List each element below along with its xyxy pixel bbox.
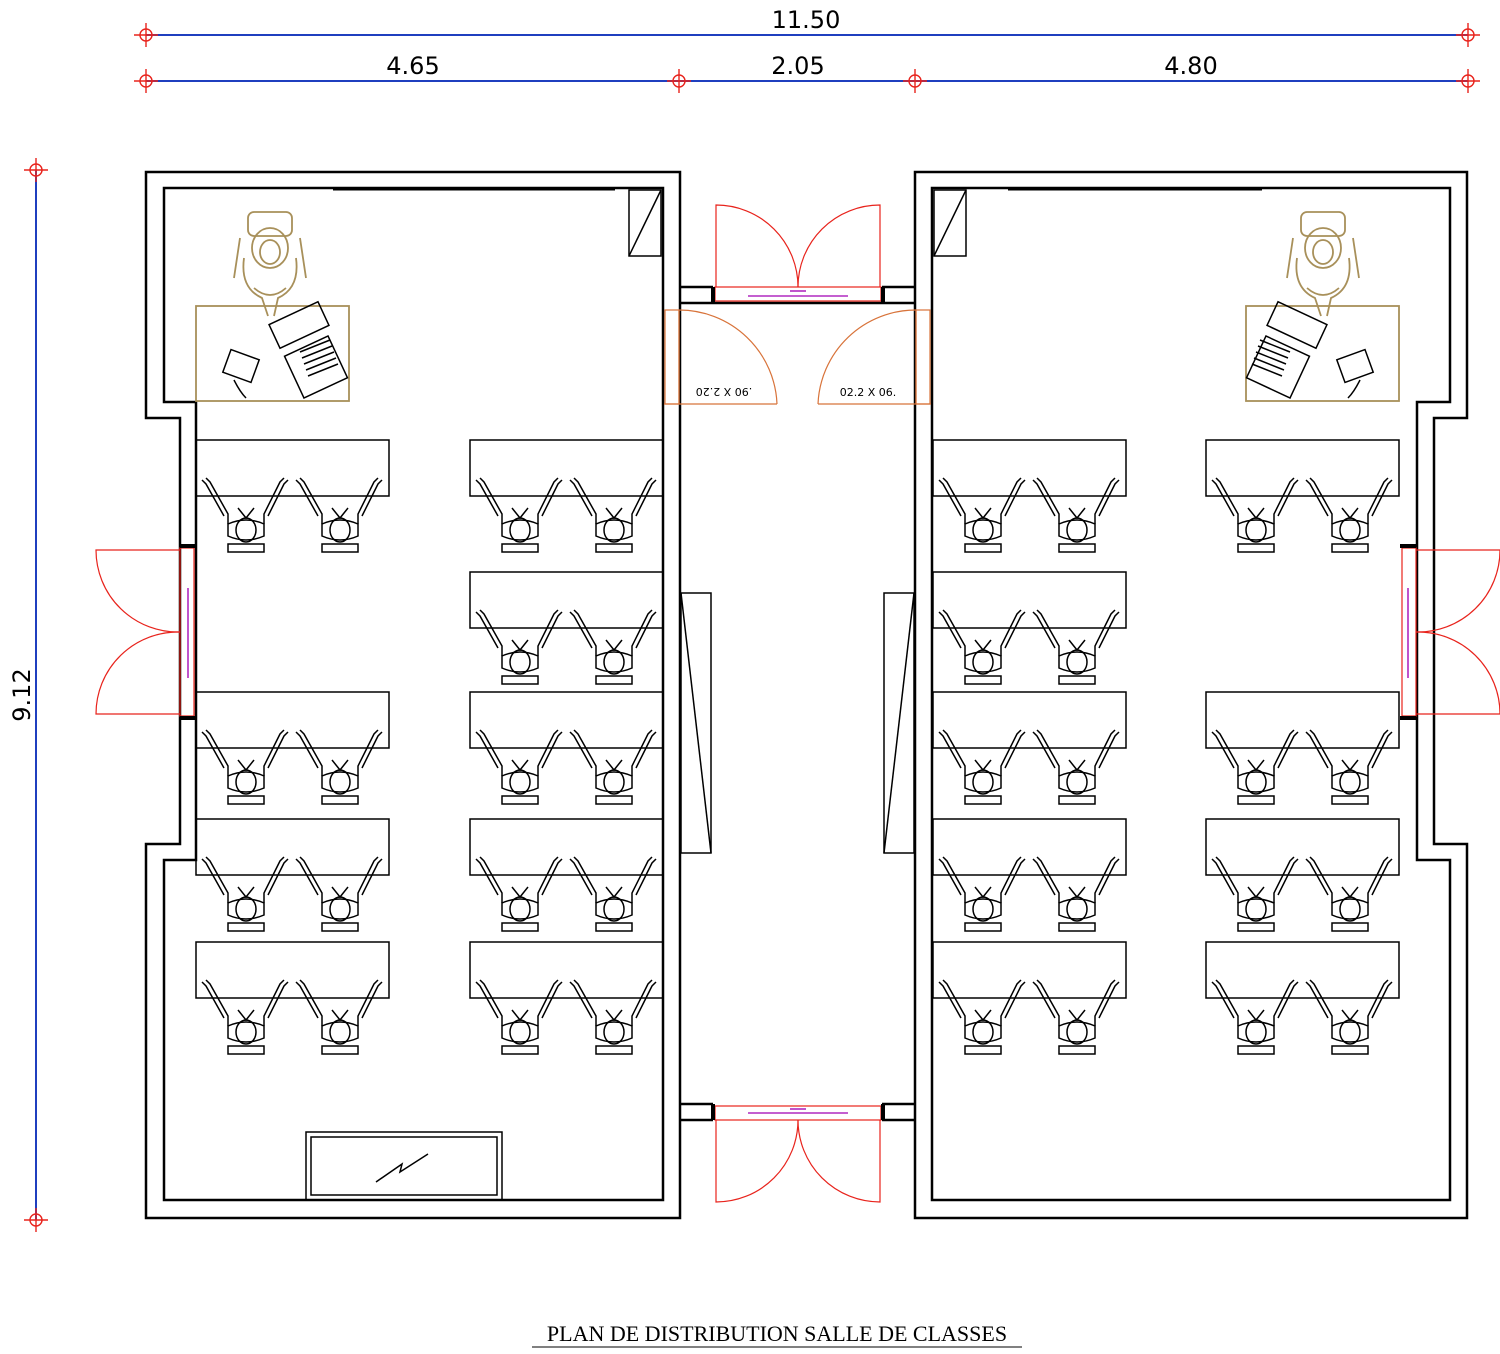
student-desks (195, 439, 1400, 1055)
student-figure (1032, 979, 1120, 1055)
left-teacher-desk (195, 211, 350, 402)
dim-right-width: 4.80 (1164, 52, 1217, 80)
student-figure (1211, 856, 1299, 932)
right-teacher-desk (1245, 211, 1400, 402)
student-figure (938, 979, 1026, 1055)
student-desk (469, 818, 664, 932)
student-figure (295, 856, 383, 932)
student-desk (469, 571, 664, 685)
student-figure (1032, 856, 1120, 932)
student-desk (195, 818, 390, 932)
student-figure (1211, 979, 1299, 1055)
student-figure (569, 477, 657, 553)
student-desk (932, 818, 1127, 932)
student-desk (932, 691, 1127, 805)
student-figure (475, 729, 563, 805)
student-figure (1305, 856, 1393, 932)
student-figure (569, 729, 657, 805)
corridor (680, 285, 915, 1122)
student-desk (932, 571, 1127, 685)
computer-icon (268, 300, 349, 399)
student-figure (938, 609, 1026, 685)
phone-icon (1335, 348, 1375, 399)
student-figure (475, 856, 563, 932)
student-figure (938, 856, 1026, 932)
student-figure (569, 856, 657, 932)
title-text: PLAN DE DISTRIBUTION SALLE DE CLASSES (547, 1321, 1007, 1346)
student-figure (1211, 729, 1299, 805)
student-desk (195, 439, 390, 553)
door-size-label-right: 02.2 X 06. (840, 386, 897, 399)
phone-icon (221, 348, 261, 399)
student-figure (295, 477, 383, 553)
dim-height: 9.12 (8, 668, 36, 721)
left-side-door (95, 544, 196, 720)
student-desk (469, 691, 664, 805)
student-desk (932, 439, 1127, 553)
storage-cabinet (305, 1131, 503, 1201)
student-figure (475, 609, 563, 685)
student-figure (475, 979, 563, 1055)
student-desk (1205, 439, 1400, 553)
student-desk (1205, 941, 1400, 1055)
student-figure (1032, 609, 1120, 685)
student-figure (1305, 979, 1393, 1055)
student-figure (201, 477, 289, 553)
top-entry-door (711, 204, 885, 303)
right-room-walls (913, 170, 1469, 1220)
right-side-door (1400, 544, 1500, 720)
student-figure (938, 729, 1026, 805)
bottom-entry-door (711, 1104, 885, 1203)
student-figure (295, 729, 383, 805)
dimension-lines: 11.50 4.65 2.05 4.80 9.12 (8, 6, 1481, 1233)
student-figure (295, 979, 383, 1055)
computer-icon (1245, 300, 1328, 399)
student-desk (1205, 691, 1400, 805)
student-desk (469, 439, 664, 553)
student-desk (932, 941, 1127, 1055)
student-figure (569, 979, 657, 1055)
dim-total-width: 11.50 (772, 6, 841, 34)
student-desk (195, 941, 390, 1055)
student-figure (201, 856, 289, 932)
student-figure (1305, 729, 1393, 805)
dim-middle-width: 2.05 (771, 52, 824, 80)
student-figure (1305, 477, 1393, 553)
student-figure (938, 477, 1026, 553)
student-desk (1205, 818, 1400, 932)
plan-title: PLAN DE DISTRIBUTION SALLE DE CLASSES (532, 1321, 1022, 1348)
student-figure (201, 729, 289, 805)
student-figure (1211, 477, 1299, 553)
left-room-walls (144, 170, 682, 1220)
student-figure (475, 477, 563, 553)
student-figure (201, 979, 289, 1055)
right-room-door: 02.2 X 06. (817, 309, 931, 405)
student-desk (469, 941, 664, 1055)
student-figure (569, 609, 657, 685)
student-figure (1032, 729, 1120, 805)
student-desk (195, 691, 390, 805)
door-size-label-left: .90 X 2.20 (696, 385, 753, 398)
left-room-door: .90 X 2.20 (664, 309, 778, 405)
student-figure (1032, 477, 1120, 553)
dim-left-width: 4.65 (386, 52, 439, 80)
